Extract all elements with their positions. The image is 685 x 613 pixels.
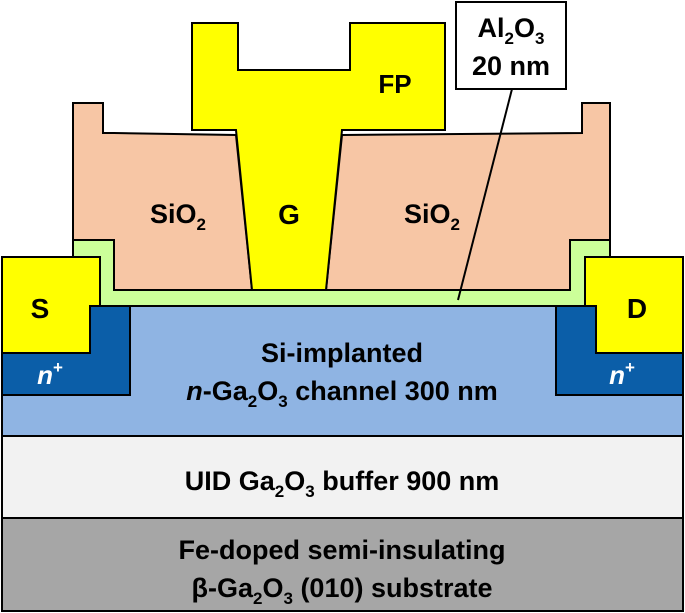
al2o3-callout-line2: 20 nm bbox=[472, 51, 550, 81]
al2o3-callout-line1: Al2O3 bbox=[478, 13, 545, 48]
gate-field-plate bbox=[191, 22, 446, 291]
channel-label-line1: Si-implanted bbox=[261, 338, 423, 368]
n-plus-label-left: n+ bbox=[37, 358, 63, 390]
source-contact bbox=[1, 256, 101, 354]
drain-label: D bbox=[627, 293, 647, 324]
buffer-layer bbox=[1, 435, 684, 519]
sio2-label-left: SiO2 bbox=[150, 199, 206, 234]
n-plus-label-right: n+ bbox=[609, 358, 635, 390]
channel-label-line2: n-Ga2O3 channel 300 nm bbox=[186, 376, 498, 411]
substrate-label-line1: Fe-doped semi-insulating bbox=[178, 535, 505, 565]
sio2-label-right: SiO2 bbox=[404, 199, 460, 234]
al2o3-callout-box bbox=[455, 1, 567, 90]
substrate-layer bbox=[1, 517, 684, 612]
field-plate-label: FP bbox=[378, 69, 411, 99]
sio2-right bbox=[324, 102, 611, 291]
gate-label: G bbox=[278, 199, 300, 230]
buffer-label: UID Ga2O3 buffer 900 nm bbox=[185, 466, 500, 501]
drain-contact bbox=[584, 256, 684, 354]
source-label: S bbox=[31, 293, 50, 324]
al2o3-callout-leader bbox=[457, 88, 513, 301]
substrate-label-line2: β-Ga2O3 (010) substrate bbox=[191, 573, 492, 608]
